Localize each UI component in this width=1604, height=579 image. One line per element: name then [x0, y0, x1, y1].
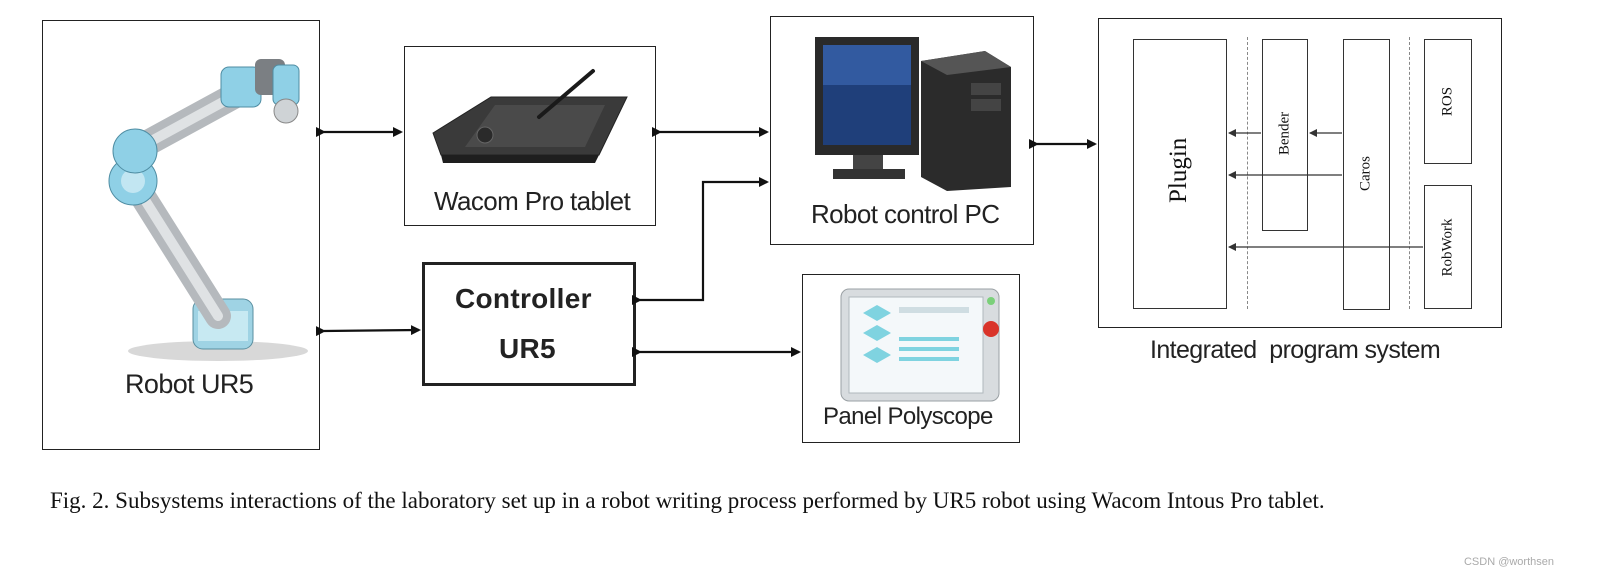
watermark: CSDN @worthsen — [1463, 556, 1554, 568]
bender-module — [1262, 39, 1308, 231]
robot-arm-image — [108, 59, 308, 361]
integrated-program-system-node: Plugin Bender Caros ROS RobWork — [1098, 18, 1502, 328]
figure-caption: Fig. 2. Subsystems interactions of the l… — [50, 488, 1325, 513]
wacom-tablet-label: Wacom Pro tablet — [434, 186, 631, 216]
tablet-image — [432, 69, 628, 163]
controller-label-line2: UR5 — [499, 333, 556, 364]
plugin-module — [1133, 39, 1227, 309]
divider-2 — [1409, 37, 1410, 309]
controller-ur5-node: Controller UR5 — [422, 262, 636, 386]
panel-polyscope-label: Panel Polyscope — [823, 403, 993, 430]
divider-1 — [1247, 37, 1248, 309]
robwork-module — [1424, 185, 1472, 309]
integrated-program-system-label: Integrated program system — [1150, 336, 1441, 364]
arrow-robot-controller — [315, 325, 421, 337]
panel-polyscope-node: Panel Polyscope — [802, 274, 1020, 443]
robot-ur5-label: Robot UR5 — [125, 369, 254, 399]
wacom-tablet-node: Wacom Pro tablet — [404, 46, 656, 226]
controller-label-line1: Controller — [455, 283, 592, 314]
caros-module — [1343, 39, 1390, 310]
pc-image — [815, 37, 1011, 191]
ros-module — [1424, 39, 1472, 164]
panel-image — [840, 288, 1000, 402]
robot-ur5-node: Robot UR5 — [42, 20, 320, 450]
robot-control-pc-label: Robot control PC — [811, 199, 1000, 229]
arrow-controller-pc — [632, 177, 769, 305]
robot-control-pc-node: Robot control PC — [770, 16, 1034, 245]
